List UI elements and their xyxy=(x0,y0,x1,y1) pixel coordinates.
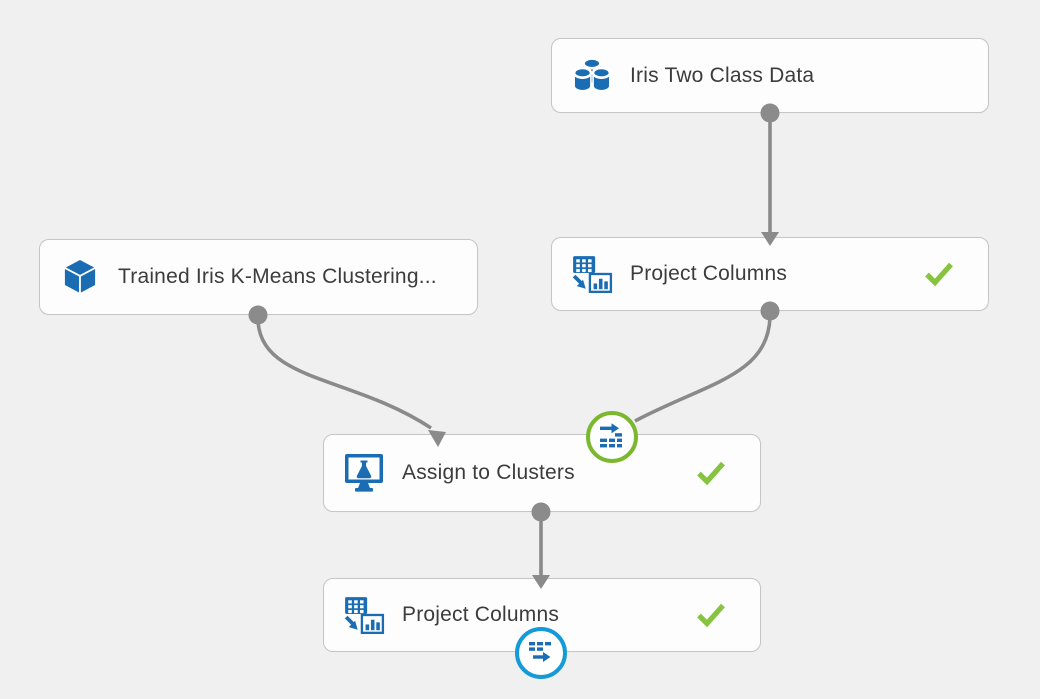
edge-trained-model-to-assign xyxy=(256,321,432,430)
node-label: Iris Two Class Data xyxy=(630,63,815,87)
data-out-icon xyxy=(529,642,551,662)
assign-to-clusters-icon xyxy=(343,452,385,494)
node-label: Assign to Clusters xyxy=(402,461,575,484)
node-trained-iris-kmeans[interactable]: Trained Iris K-Means Clustering... xyxy=(39,239,478,315)
node-iris-two-class-data[interactable]: Iris Two Class Data xyxy=(551,38,989,113)
trained-model-icon xyxy=(59,257,101,297)
node-project-columns-1[interactable]: Project Columns xyxy=(551,237,989,311)
input-data-badge[interactable] xyxy=(586,411,638,463)
node-label: Project Columns xyxy=(630,262,788,285)
node-label: Project Columns xyxy=(402,603,560,626)
visualize-output-badge[interactable] xyxy=(515,627,567,679)
node-project-columns-2[interactable]: Project Columns xyxy=(323,578,761,652)
success-check-icon xyxy=(696,461,726,485)
success-check-icon xyxy=(696,603,726,627)
dataset-icon xyxy=(571,56,613,96)
project-columns-icon xyxy=(343,595,385,635)
project-columns-icon xyxy=(571,254,613,294)
data-in-icon xyxy=(600,423,622,448)
edge-project-columns-1-to-assign xyxy=(634,317,772,423)
success-check-icon xyxy=(924,262,954,286)
node-assign-to-clusters[interactable]: Assign to Clusters xyxy=(323,434,761,512)
node-label: Trained Iris K-Means Clustering... xyxy=(118,265,437,288)
